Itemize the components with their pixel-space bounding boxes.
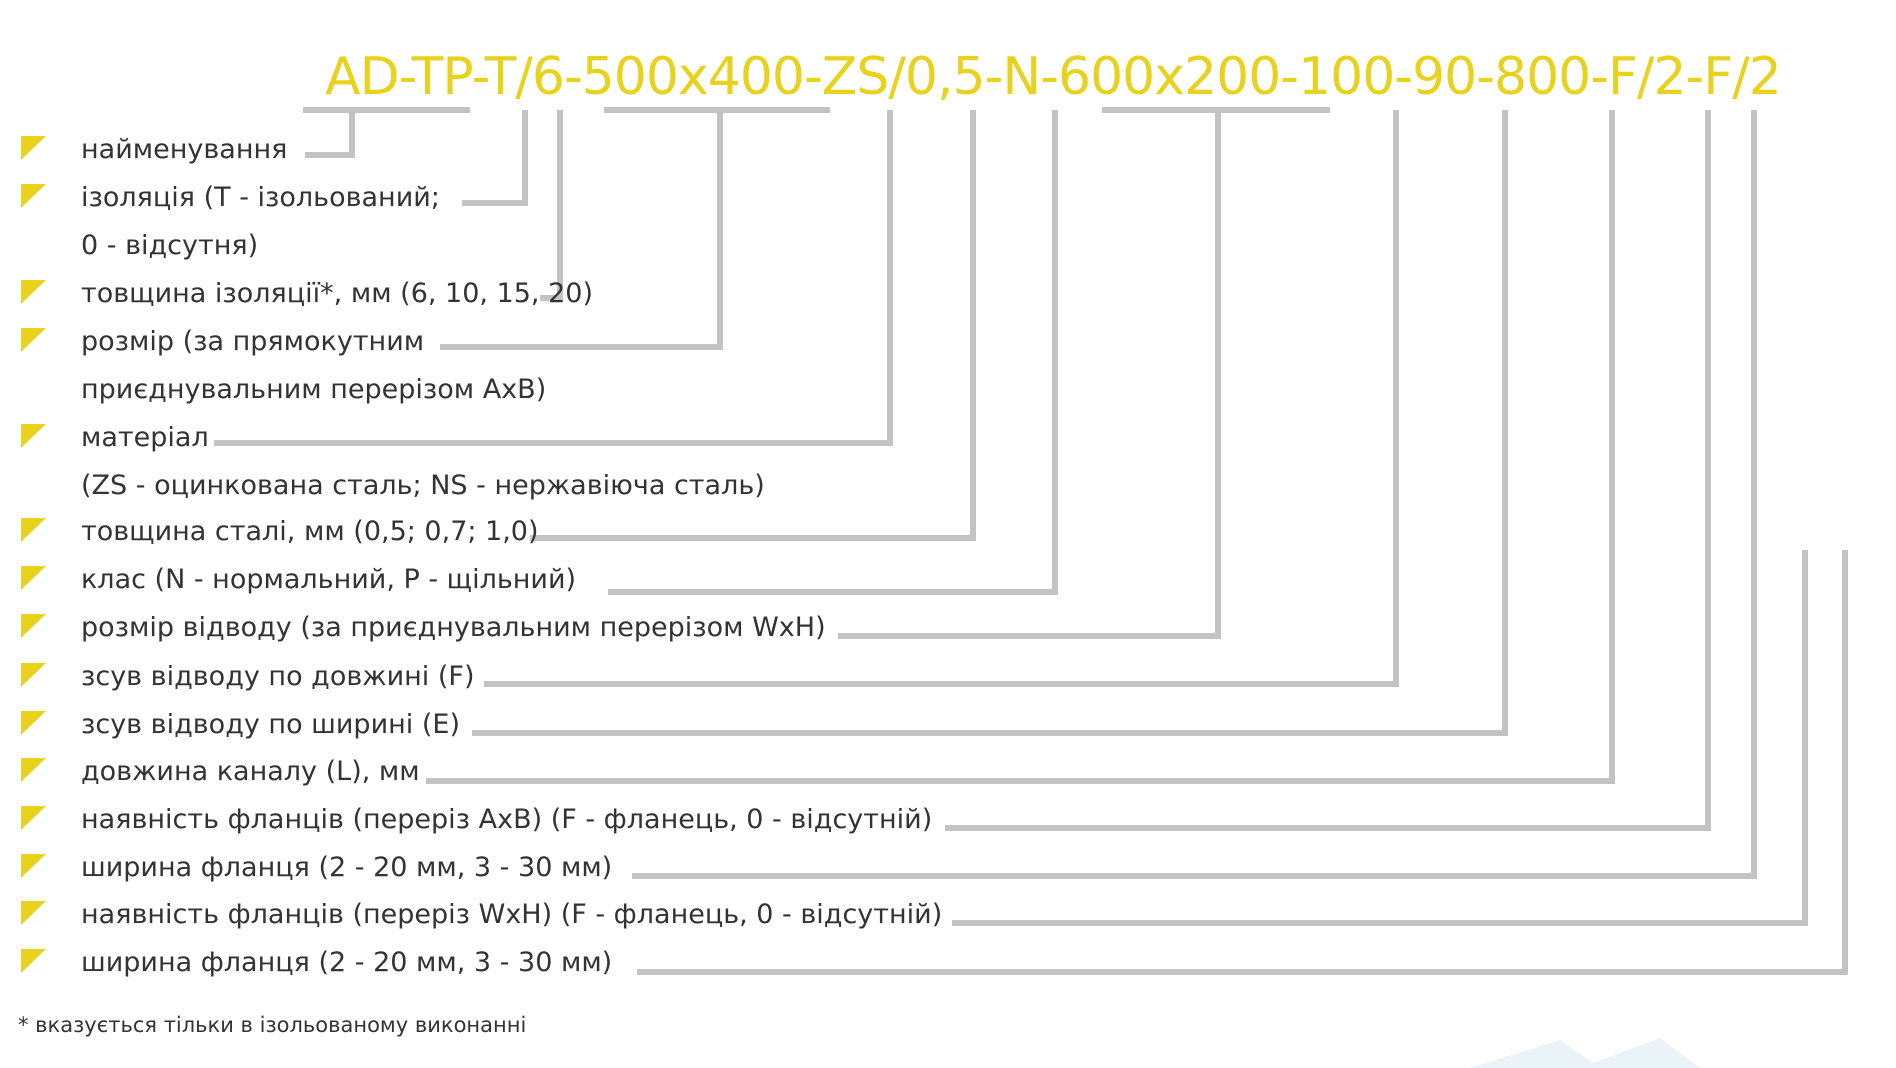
triangle-bullet-icon — [21, 614, 46, 638]
leader-line — [462, 110, 528, 206]
leader-line — [472, 110, 1508, 736]
triangle-bullet-icon — [21, 806, 46, 830]
legend-item-text: товщина ізоляції*, мм (6, 10, 15, 20) — [81, 278, 593, 309]
legend-item-flange-width-wxh: ширина фланця (2 - 20 мм, 3 - 30 мм) — [21, 947, 612, 978]
legend-item-name: найменування — [21, 134, 287, 165]
legend-item-text: товщина сталі, мм (0,5; 0,7; 1,0) — [81, 516, 539, 547]
triangle-bullet-icon — [21, 854, 46, 878]
legend-item-material: матеріал (ZS - оцинкована сталь; NS - нер… — [21, 422, 765, 501]
legend-item-text: довжина каналу (L), мм — [81, 756, 420, 787]
leader-lines — [214, 107, 1848, 975]
legend-item-steel-thickness: товщина сталі, мм (0,5; 0,7; 1,0) — [21, 516, 539, 547]
triangle-bullet-icon — [21, 566, 46, 590]
leader-line — [530, 110, 976, 541]
legend-item-branch-size: розмір відводу (за приєднувальним перері… — [21, 612, 826, 643]
triangle-bullet-icon — [21, 424, 46, 448]
legend-item-text: зсув відводу по довжині (F) — [81, 661, 474, 692]
legend-item-text: розмір відводу (за приєднувальним перері… — [81, 612, 826, 643]
footnote: * вказується тільки в ізольованому викон… — [18, 1013, 526, 1037]
leader-line — [540, 110, 563, 301]
triangle-bullet-icon — [21, 518, 46, 542]
legend-item-text: найменування — [81, 134, 287, 165]
triangle-bullet-icon — [21, 949, 46, 973]
leader-line — [632, 110, 1757, 879]
legend-item-flange-width-axb: ширина фланця (2 - 20 мм, 3 - 30 мм) — [21, 852, 612, 883]
triangle-bullet-icon — [21, 184, 46, 208]
legend-item-text: (ZS - оцинкована сталь; NS - нержавіюча … — [81, 470, 765, 501]
leader-line — [838, 110, 1221, 639]
legend-item-class: клас (N - нормальний, P - щільний) — [21, 564, 576, 595]
legend-item-text: ширина фланця (2 - 20 мм, 3 - 30 мм) — [81, 947, 612, 978]
legend-item-text: ширина фланця (2 - 20 мм, 3 - 30 мм) — [81, 852, 612, 883]
triangle-bullet-icon — [21, 663, 46, 687]
legend-item-text: клас (N - нормальний, P - щільний) — [81, 564, 576, 595]
leader-line — [608, 110, 1058, 595]
triangle-bullet-icon — [21, 136, 46, 160]
triangle-bullet-icon — [21, 328, 46, 352]
legend-item-insulation: ізоляція (T - ізольований; 0 - відсутня) — [21, 182, 440, 261]
legend-item-branch-shift-width: зсув відводу по ширині (E) — [21, 709, 460, 740]
legend-item-text: приєднувальним перерізом AxB) — [81, 374, 546, 405]
legend-item-text: зсув відводу по ширині (E) — [81, 709, 460, 740]
leader-line — [637, 550, 1848, 975]
legend-item-size: розмір (за прямокутним приєднувальним пер… — [21, 326, 546, 405]
leader-line — [440, 110, 723, 350]
watermark-shape — [1580, 1038, 1700, 1068]
triangle-bullet-icon — [21, 711, 46, 735]
legend-item-text: ізоляція (T - ізольований; — [81, 182, 440, 213]
leader-line — [952, 550, 1808, 926]
watermark-decoration — [1470, 1038, 1700, 1068]
watermark-shape — [1470, 1040, 1600, 1068]
leader-line — [426, 110, 1615, 784]
triangle-bullet-icon — [21, 280, 46, 304]
leader-line — [214, 110, 893, 446]
leader-line — [484, 110, 1399, 687]
legend-item-text: наявність фланців (переріз AxB) (F - фла… — [81, 804, 932, 835]
legend-item-duct-length: довжина каналу (L), мм — [21, 756, 420, 787]
legend-item-text: розмір (за прямокутним — [81, 326, 424, 357]
legend-item-flanges-wxh: наявність фланців (переріз WxH) (F - фла… — [21, 899, 942, 930]
legend-item-text: 0 - відсутня) — [81, 230, 258, 261]
triangle-bullet-icon — [21, 758, 46, 782]
legend-item-text: наявність фланців (переріз WxH) (F - фла… — [81, 899, 942, 930]
legend-item-branch-shift-length: зсув відводу по довжині (F) — [21, 661, 474, 692]
legend-list: найменування ізоляція (T - ізольований; 0 … — [21, 134, 942, 978]
legend-item-text: матеріал — [81, 422, 209, 453]
legend-item-flanges-axb: наявність фланців (переріз AxB) (F - фла… — [21, 804, 932, 835]
triangle-bullet-icon — [21, 901, 46, 925]
product-code: AD-TP-T/6-500x400-ZS/0,5-N-600x200-100-9… — [325, 47, 1781, 107]
legend-item-insulation-thickness: товщина ізоляції*, мм (6, 10, 15, 20) — [21, 278, 593, 309]
leader-line — [945, 110, 1711, 831]
leader-line — [305, 110, 355, 158]
